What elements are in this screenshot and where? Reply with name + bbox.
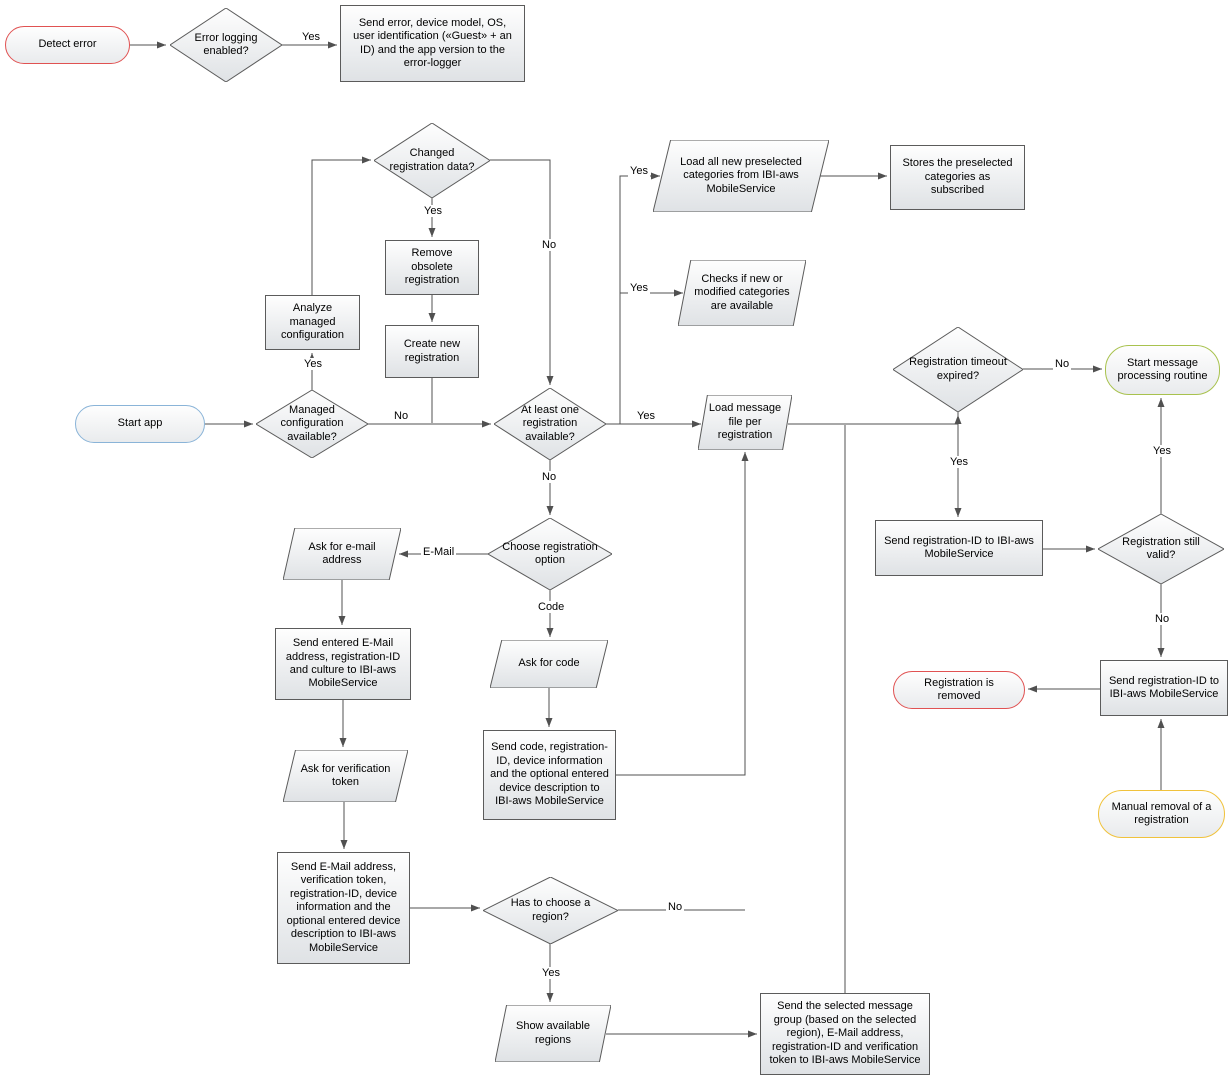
node-send-email-regid-culture: Send entered E-Mail address, registratio… [275,628,411,700]
edge-label-managed-no: No [392,410,411,422]
data-shape [283,528,401,580]
node-label: Send code, registration-ID, device infor… [490,741,609,808]
edge-label-region-no: No [666,901,685,913]
decision-shape [483,877,618,944]
node-label: Choose registration option [502,540,598,566]
edge-label-atleast-no: No [540,471,559,483]
node-start-app: Start app [75,405,205,443]
node-label: Start app [117,417,163,430]
node-load-message-file: Load message file per registration [698,395,792,450]
node-label: Registration still valid? [1122,535,1200,561]
node-at-least-one-registration: At least one registration available? [494,388,606,460]
node-label: Ask for e-mail address [308,540,376,566]
node-choose-registration-option: Choose registration option [488,518,612,590]
decision-shape [170,8,282,82]
node-label: Show available regions [515,1020,590,1046]
decision-shape [1098,514,1224,584]
decision-shape [488,518,612,590]
edge-label-changed-no: No [540,239,559,251]
node-create-new-registration: Create new registration [385,325,479,378]
node-label: Start message processing routine [1117,356,1208,382]
node-label: Create new registration [403,338,461,364]
node-send-email-token-device: Send E-Mail address, verification token,… [277,852,410,964]
node-has-to-choose-region: Has to choose a region? [483,877,618,944]
data-shape [283,750,408,802]
node-send-error-logger: Send error, device model, OS, user ident… [340,5,525,82]
edge-label-error-yes: Yes [300,31,322,43]
node-changed-registration-data: Changed registration data? [374,123,490,198]
node-label: Send entered E-Mail address, registratio… [285,637,401,690]
node-ask-email: Ask for e-mail address [283,528,401,580]
edge-label-valid-yes: Yes [1151,445,1173,457]
node-label: Stores the preselected categories as sub… [902,157,1013,197]
node-label: Analyze managed configuration [281,302,344,342]
flow-connector [616,452,749,776]
node-ask-verification-token: Ask for verification token [283,750,408,802]
data-shape [698,395,792,450]
flow-connector [619,172,660,424]
node-label: Detect error [38,38,97,51]
flow-connector [788,415,962,425]
node-label: Load all new preselected categories from… [680,155,802,195]
edge-label-timeout-no: No [1053,358,1072,370]
node-label: Send registration-ID to IBI-aws MobileSe… [884,534,1034,560]
node-label: Error logging enabled? [194,31,258,57]
data-shape [490,640,608,688]
node-remove-obsolete-registration: Remove obsolete registration [385,240,479,295]
node-ask-for-code: Ask for code [490,640,608,688]
node-manual-removal: Manual removal of a registration [1098,790,1225,838]
edge-label-changed-yes: Yes [422,205,444,217]
node-send-code-device: Send code, registration-ID, device infor… [483,730,616,820]
node-label: Registration is removed [924,676,994,702]
data-shape [653,140,829,212]
node-label: Ask for code [518,657,580,670]
edge-label-timeout-yes: Yes [948,456,970,468]
node-label: Send error, device model, OS, user ident… [353,16,512,69]
edge-label-region-yes: Yes [540,967,562,979]
node-registration-still-valid: Registration still valid? [1098,514,1224,584]
node-managed-config-available: Managed configuration available? [256,390,368,458]
decision-shape [374,123,490,198]
node-checks-new-modified: Checks if new or modified categories are… [678,260,806,326]
node-label: Changed registration data? [389,147,475,173]
node-send-regid-mobileservice-1: Send registration-ID to IBI-aws MobileSe… [875,520,1043,576]
edge-label-managed-yes: Yes [302,358,324,370]
node-stores-preselected: Stores the preselected categories as sub… [890,145,1025,210]
node-send-selected-message-group: Send the selected message group (based o… [760,993,930,1075]
node-label: Send E-Mail address, verification token,… [286,861,401,954]
node-label: Has to choose a region? [510,897,591,923]
decision-shape [256,390,368,458]
edge-label-preselected-yes: Yes [628,165,650,177]
node-label: Ask for verification token [300,762,391,788]
node-label: Load message file per registration [708,402,782,442]
flow-connector [490,159,554,385]
node-load-all-new-preselected: Load all new preselected categories from… [653,140,829,212]
node-detect-error: Detect error [5,26,130,64]
node-error-logging-enabled: Error logging enabled? [170,8,282,82]
node-start-message-processing: Start message processing routine [1105,345,1220,395]
node-analyze-managed-config: Analyze managed configuration [265,295,360,350]
node-label: Send registration-ID to IBI-aws MobileSe… [1108,674,1220,700]
node-label: Send the selected message group (based o… [769,1000,921,1067]
edge-label-atleast-yes: Yes [635,410,657,422]
flow-connector [311,156,371,295]
data-shape [495,1005,611,1062]
node-label: Manual removal of a registration [1111,800,1212,826]
node-label: Registration timeout expired? [909,356,1007,382]
edge-label-choose-email: E-Mail [421,546,457,558]
node-registration-timeout-expired: Registration timeout expired? [893,327,1023,412]
edge-label-checks-yes: Yes [628,282,650,294]
node-label: Managed configuration available? [280,403,344,443]
decision-shape [494,388,606,460]
node-label: At least one registration available? [520,403,580,443]
node-show-available-regions: Show available regions [495,1005,611,1062]
data-shape [678,260,806,326]
node-send-regid-mobileservice-2: Send registration-ID to IBI-aws MobileSe… [1100,660,1228,716]
edge-label-valid-no: No [1153,613,1172,625]
decision-shape [893,327,1023,412]
node-label: Remove obsolete registration [404,247,460,287]
node-label: Checks if new or modified categories are… [694,272,790,312]
edge-label-choose-code: Code [536,601,567,613]
node-registration-removed: Registration is removed [893,671,1025,709]
